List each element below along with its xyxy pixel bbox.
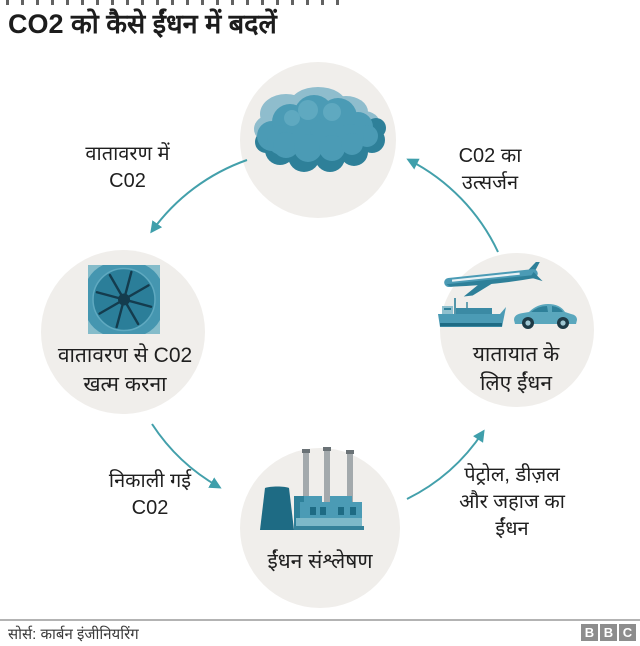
node-label-capture: वातावरण से C02 खत्म करना xyxy=(23,341,227,399)
bbc-logo-block: B xyxy=(600,624,617,641)
ship-icon xyxy=(438,298,506,327)
edge-label-fuel-types: पेट्रोल, डीज़ल और जहाज का ईंधन xyxy=(422,462,602,543)
edge-label-line: पेट्रोल, डीज़ल xyxy=(464,464,560,486)
edge-label-atmosphere: वातावरण में C02 xyxy=(35,141,220,195)
node-label-line: खत्म करना xyxy=(83,373,167,396)
transport-icons xyxy=(438,262,577,329)
bbc-logo: B B C xyxy=(581,624,636,641)
cropped-text-fragment xyxy=(6,0,346,5)
edge-label-line: निकाली गई xyxy=(108,470,192,492)
edge-label-line: C02 का xyxy=(458,145,522,167)
node-label-line: लिए ईंधन xyxy=(479,372,552,395)
node-label-synthesis: ईंधन संश्लेषण xyxy=(240,547,400,576)
node-label-line: यातायात के xyxy=(472,343,560,366)
node-label-transport: यातायात के लिए ईंधन xyxy=(431,340,601,398)
bbc-logo-block: B xyxy=(581,624,598,641)
fan-icon xyxy=(88,265,160,334)
plane-icon xyxy=(444,262,543,297)
page-title: CO2 को कैसे ईंधन में बदलें xyxy=(8,9,277,39)
edge-label-line: उत्सर्जन xyxy=(461,172,519,194)
factory-icon xyxy=(260,447,364,530)
edge-label-extracted: निकाली गई C02 xyxy=(55,468,245,522)
edge-label-line: और जहाज का xyxy=(459,491,565,513)
edge-label-line: ईंधन xyxy=(495,518,529,540)
node-label-line: वातावरण से C02 xyxy=(57,344,193,367)
bbc-logo-block: C xyxy=(619,624,636,641)
footer-divider xyxy=(0,619,640,621)
edge-label-line: वातावरण में xyxy=(85,143,170,165)
edge-label-emission: C02 का उत्सर्जन xyxy=(420,143,560,197)
car-icon xyxy=(514,304,577,329)
node-label-line: ईंधन संश्लेषण xyxy=(267,550,373,573)
edge-label-line: C02 xyxy=(131,497,169,519)
cloud-icon xyxy=(254,87,386,172)
source-credit: सोर्स: कार्बन इंजीनियरिंग xyxy=(8,626,139,643)
edge-label-line: C02 xyxy=(109,170,146,192)
